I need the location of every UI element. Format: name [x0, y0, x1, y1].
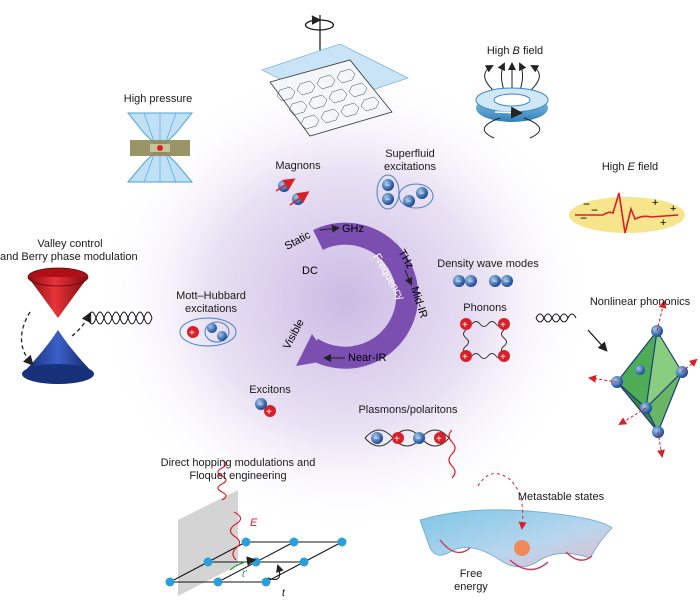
e-field-illustration: −−− +++	[569, 192, 685, 234]
magnons-illustration	[275, 178, 310, 206]
floquet-lattice-illustration	[165, 459, 347, 596]
svg-text:−: −	[504, 276, 509, 286]
high-e-suffix: field	[634, 161, 659, 173]
octahedron-illustration	[535, 300, 698, 458]
high-pressure-label: High pressure	[123, 93, 193, 105]
density-wave-label: Density wave modes	[437, 258, 539, 270]
plasmons-label: Plasmons/polaritons	[358, 404, 458, 416]
free-energy-label-line2: energy	[454, 581, 488, 593]
valley-label-line1: Valley control	[37, 238, 103, 250]
svg-text:−: −	[416, 433, 421, 443]
twisted-bilayer-illustration	[260, 15, 410, 137]
static-arrow	[319, 224, 340, 233]
high-e-field-label: High E field	[580, 161, 680, 174]
svg-text:−: −	[591, 203, 598, 217]
high-b-prefix: High	[486, 45, 513, 57]
svg-text:+: +	[394, 434, 400, 445]
phonons-illustration	[463, 321, 507, 359]
svg-text:+: +	[500, 320, 506, 331]
svg-text:−: −	[374, 433, 379, 443]
free-energy-label-line1: Free	[459, 568, 483, 580]
plasmons-illustration: − + − +	[364, 429, 450, 447]
nonlinear-phononics-label: Nonlinear phononics	[589, 296, 691, 308]
density-wave-illustration: −− −−	[453, 275, 513, 287]
svg-text:+: +	[652, 197, 658, 209]
thz-arrow	[404, 269, 413, 286]
phonon-charges: + + + +	[460, 318, 510, 363]
svg-text:−: −	[492, 276, 497, 286]
field-e-symbol: E	[250, 517, 258, 529]
mott-hubbard-label-line1: Mott–Hubbard	[176, 290, 246, 302]
hopping-tprime-symbol: t'	[242, 569, 248, 580]
svg-text:+: +	[266, 407, 272, 418]
metastable-label: Metastable states	[517, 491, 605, 503]
svg-text:+: +	[462, 352, 468, 363]
valley-label-line2: and Berry phase modulation	[0, 251, 138, 263]
svg-text:−: −	[258, 399, 263, 409]
svg-text:+: +	[670, 203, 676, 215]
mott-hubbard-label-line2: excitations	[185, 303, 237, 315]
high-b-suffix: field	[519, 45, 544, 57]
phonons-label: Phonons	[463, 302, 507, 314]
superfluid-illustration: − − − −	[376, 174, 434, 210]
svg-text:+: +	[500, 352, 506, 363]
dc-label: DC	[302, 265, 318, 277]
b-field-illustration	[475, 62, 549, 139]
energy-landscape-illustration	[419, 429, 613, 571]
svg-text:−: −	[406, 196, 411, 206]
svg-text:−: −	[583, 197, 590, 211]
svg-text:−: −	[468, 276, 473, 286]
svg-text:+: +	[660, 217, 666, 229]
svg-text:−: −	[385, 180, 390, 190]
halo-background	[95, 65, 595, 535]
hopping-t-symbol: t	[282, 588, 286, 599]
high-e-prefix: High	[601, 161, 628, 173]
svg-text:+: +	[436, 434, 442, 445]
hopping-label-line2: Floquet engineering	[189, 470, 287, 482]
magnons-label: Magnons	[275, 160, 321, 172]
near-ir-label: Near-IR	[348, 352, 387, 364]
excitons-illustration: − +	[255, 398, 276, 418]
ghz-label: GHz	[342, 223, 364, 235]
svg-text:+: +	[189, 328, 195, 339]
superfluid-label-line1: Superfluid	[385, 148, 435, 160]
svg-text:−: −	[580, 211, 587, 225]
svg-text:+: +	[462, 320, 468, 331]
svg-text:−: −	[456, 276, 461, 286]
mott-hubbard-illustration: +	[179, 317, 237, 347]
svg-text:−: −	[419, 188, 424, 198]
hopping-label-line1: Direct hopping modulations and	[160, 457, 316, 469]
diamond-anvil-illustration	[126, 112, 194, 183]
svg-text:−: −	[385, 194, 390, 204]
superfluid-label-line2: excitations	[384, 161, 436, 173]
valley-cones-illustration	[20, 267, 153, 384]
frequency-arrow	[296, 222, 419, 369]
high-b-var: B	[512, 45, 520, 57]
high-e-var: E	[627, 161, 635, 173]
high-b-field-label: High B field	[470, 45, 560, 58]
excitons-label: Excitons	[249, 384, 291, 396]
